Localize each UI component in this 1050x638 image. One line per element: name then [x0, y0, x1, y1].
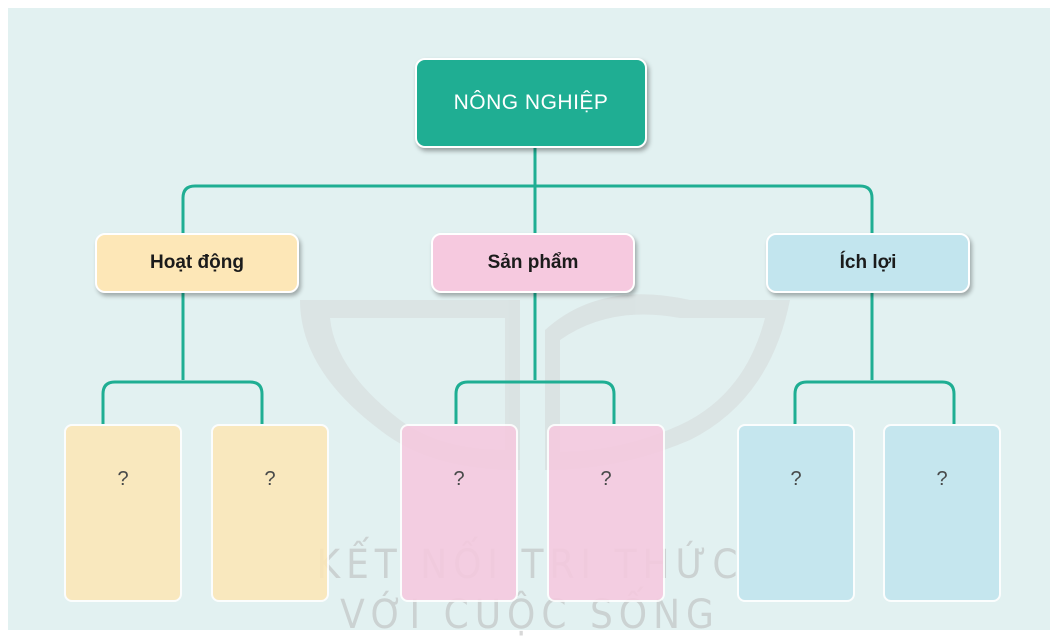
- root-node-label: NÔNG NGHIỆP: [453, 91, 609, 114]
- connector-top-bar: [181, 184, 874, 233]
- category-label: Ích lợi: [839, 252, 897, 273]
- leaf-placeholder: ?: [453, 468, 465, 490]
- leaf-node: ?: [64, 424, 182, 602]
- connector-cat1-bar: [101, 380, 264, 424]
- leaf-node: ?: [547, 424, 665, 602]
- watermark-text-line1: KẾT NỐI TRI THỨC: [316, 542, 744, 588]
- leaf-node: ?: [400, 424, 518, 602]
- leaf-placeholder: ?: [264, 468, 276, 490]
- leaf-node: ?: [883, 424, 1001, 602]
- leaf-placeholder: ?: [600, 468, 612, 490]
- connector-cat3-bar: [793, 380, 956, 424]
- category-node-ich-loi: Ích lợi: [766, 233, 970, 293]
- leaf-node: ?: [737, 424, 855, 602]
- connector-cat2-bar: [454, 380, 616, 424]
- leaf-placeholder: ?: [936, 468, 948, 490]
- leaf-placeholder: ?: [790, 468, 802, 490]
- category-node-san-pham: Sản phẩm: [431, 233, 635, 293]
- root-node: NÔNG NGHIỆP: [415, 58, 647, 148]
- leaf-placeholder: ?: [117, 468, 129, 490]
- category-node-hoat-dong: Hoạt động: [95, 233, 299, 293]
- leaf-node: ?: [211, 424, 329, 602]
- category-label: Hoạt động: [150, 252, 244, 273]
- category-label: Sản phẩm: [487, 252, 579, 273]
